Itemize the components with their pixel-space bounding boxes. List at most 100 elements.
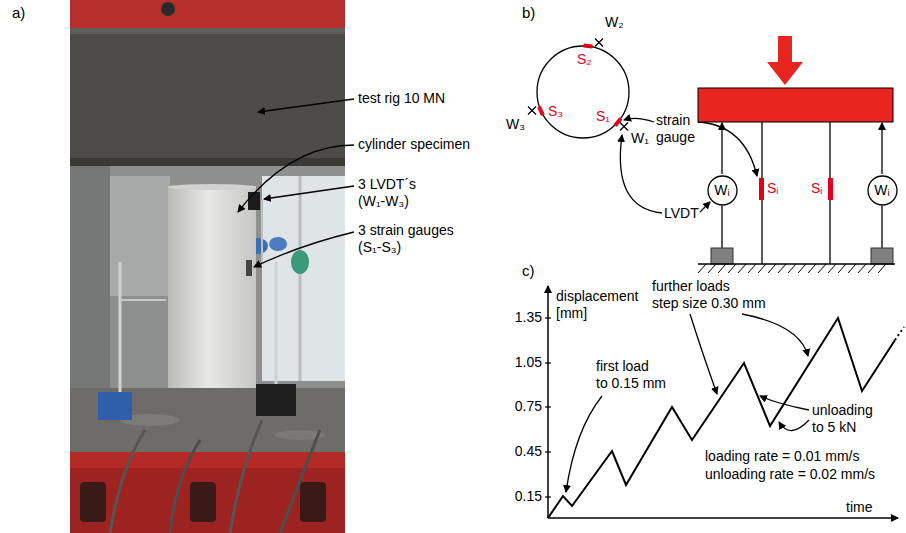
photo-leaders (238, 99, 354, 267)
lvdt-line (881, 206, 882, 248)
y-ticks (545, 318, 551, 497)
lvdt-rod (275, 262, 278, 386)
gauge-name: S₁ (596, 108, 610, 125)
leader-line (779, 420, 809, 431)
table (70, 388, 345, 454)
part-label: LVDT (664, 205, 699, 222)
pillar (70, 166, 110, 388)
leader-line (760, 396, 809, 410)
lvdt-marks (528, 39, 628, 131)
strain-gauge-mark (583, 44, 592, 49)
gauge-name: Sᵢ (811, 180, 823, 197)
lvdt-arm (120, 299, 166, 301)
lvdt-line (881, 123, 882, 174)
leader-line (620, 135, 662, 213)
annotation: further loads step size 0.30 mm (652, 278, 766, 312)
part-label: strain gauge (656, 112, 695, 146)
test-setup (698, 36, 895, 273)
tick (545, 317, 551, 318)
leader-line (264, 186, 354, 199)
cylinder-specimen (168, 186, 256, 394)
cable (170, 440, 200, 533)
annotation: first load to 0.15 mm (596, 358, 666, 392)
lvdt-name: Wᵢ (874, 182, 889, 199)
photo-ground (70, 0, 345, 533)
leader-line (698, 122, 757, 176)
leader-line (254, 232, 354, 267)
load-history-chart (545, 286, 904, 518)
base-hole (190, 482, 216, 522)
lvdt-name: W₁ (631, 130, 649, 147)
panel-letter: c) (522, 262, 535, 279)
lvdt-symbol: Wᵢ (867, 175, 898, 206)
lvdt-name: W₃ (506, 116, 525, 133)
harness (291, 250, 309, 274)
lvdt-symbol: Wᵢ (707, 175, 738, 206)
panel-letter: a) (12, 4, 25, 21)
helmet (269, 237, 287, 251)
gauge-name: S₃ (548, 103, 563, 120)
leader-line (700, 202, 710, 212)
curve-continuation (895, 327, 904, 340)
leader-line (690, 314, 717, 394)
window-frame (299, 176, 302, 381)
support-block (711, 248, 733, 264)
plate-edge (70, 28, 345, 34)
panel-letter: b) (522, 4, 535, 21)
tick-label: 1.05 (515, 354, 542, 371)
part-label: cylinder specimen (358, 136, 470, 153)
tick-label: 0.45 (515, 443, 542, 460)
table-edge (70, 452, 345, 468)
tick (545, 451, 551, 452)
strain-gauge-mark (828, 178, 833, 200)
tick-label: 0.75 (515, 398, 542, 415)
c-leaders (566, 314, 809, 492)
cable (230, 420, 262, 533)
base-hole (80, 482, 106, 522)
tick (545, 406, 551, 407)
press-plate (70, 28, 345, 166)
axis-title: time (846, 499, 872, 516)
specimen-section (537, 46, 629, 138)
strain-gauge-mark (537, 106, 544, 116)
tick (545, 362, 551, 363)
rig-top (70, 0, 345, 30)
plate-edge (70, 158, 345, 166)
lvdt-lines (722, 123, 882, 248)
strain-gauge-mark (614, 117, 623, 126)
ground-hatch (698, 264, 886, 273)
strain-gauge-mark (759, 178, 764, 200)
displacement-curve (548, 318, 895, 518)
annotation: unloading to 5 kN (812, 402, 873, 436)
lvdt-name: W₂ (605, 14, 624, 31)
y-axis (547, 286, 549, 518)
lvdt-mark (528, 107, 536, 115)
load-beam (698, 88, 893, 122)
cross-section (528, 39, 757, 214)
circle-outline (868, 176, 897, 205)
part-label: 3 LVDT´s (W₁-W₃) (358, 176, 416, 210)
gauge-name: S₂ (577, 51, 592, 68)
base-hole (300, 482, 326, 522)
tick-label: 1.35 (515, 309, 542, 326)
window (262, 176, 345, 381)
part-label: 3 strain gauges (S₁-S₃) (358, 222, 454, 256)
lvdt-name: Wᵢ (714, 182, 729, 199)
lvdt-clamp (248, 192, 260, 210)
lvdt-mark (620, 123, 628, 131)
leader-line (742, 314, 808, 356)
note: loading rate = 0.01 mm/s (705, 448, 859, 465)
support-block (871, 248, 893, 264)
cable (280, 430, 320, 533)
circle-outline (708, 176, 737, 205)
bolt (161, 2, 175, 16)
tick (545, 496, 551, 497)
axis-title: displacement [mm] (556, 288, 639, 322)
lvdt-mark (595, 39, 603, 47)
cable (110, 430, 145, 533)
lvdt-rod (119, 262, 122, 394)
load-arrow (778, 36, 792, 64)
leader-line (258, 99, 354, 112)
load-arrow (767, 62, 803, 85)
